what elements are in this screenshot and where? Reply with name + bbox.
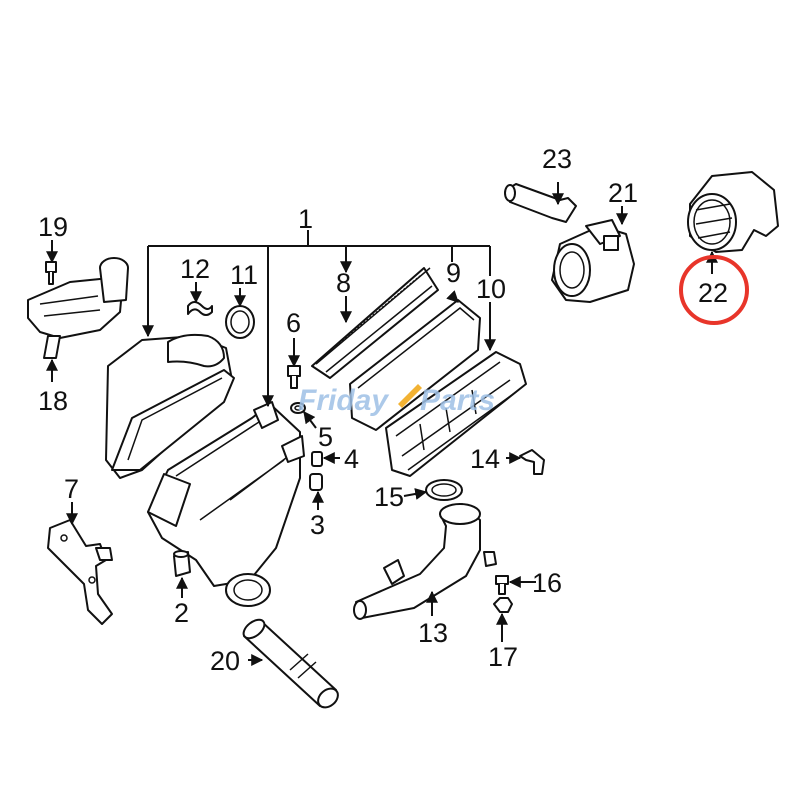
callout-3: 3	[310, 510, 325, 540]
bushing-4	[311, 451, 323, 467]
callout-2: 2	[174, 598, 189, 628]
callout-15: 15	[374, 482, 404, 512]
nut-17	[493, 597, 513, 613]
watermark-text-1: Friday	[298, 384, 389, 417]
washer-5	[290, 402, 306, 414]
callout-5: 5	[318, 422, 333, 452]
callout-6: 6	[286, 308, 301, 338]
callout-1: 1	[298, 204, 313, 234]
maf-sensor-21	[551, 219, 635, 303]
callout-9: 9	[446, 258, 461, 288]
hose-clamp-15	[425, 479, 463, 501]
callout-20: 20	[210, 646, 240, 676]
callout-11: 11	[230, 260, 258, 290]
watermark: Friday Parts	[298, 384, 495, 417]
bolt-16	[495, 575, 509, 595]
callout-12: 12	[180, 254, 210, 284]
bracket-7	[47, 519, 113, 625]
clip-12	[187, 301, 213, 316]
callout-7: 7	[64, 474, 79, 504]
callout-21: 21	[608, 178, 638, 208]
callout-19: 19	[38, 212, 68, 242]
highlight-circle	[679, 255, 749, 325]
callout-23: 23	[542, 144, 572, 174]
intake-boot-22	[687, 171, 779, 253]
intake-duct-20	[242, 618, 339, 709]
grommet-2	[173, 550, 191, 577]
filter-8	[311, 267, 439, 379]
callout-10: 10	[476, 274, 506, 304]
clamp-14	[519, 449, 545, 475]
callout-14: 14	[470, 444, 500, 474]
gasket-11	[225, 305, 255, 339]
bolt-19	[45, 261, 57, 285]
intake-hose-13	[353, 503, 497, 620]
resonator-box	[27, 257, 129, 359]
callout-22: 22	[698, 278, 728, 308]
callout-4: 4	[344, 444, 359, 474]
filter-10	[385, 351, 527, 477]
callout-13: 13	[418, 618, 448, 648]
temp-sensor-23	[504, 183, 577, 223]
callout-8: 8	[336, 268, 351, 298]
callout-labels: 1 2 3 4 5 6 7 8 9 10 11 12 13 14 15 16 1…	[38, 144, 728, 676]
bushing-3	[309, 473, 323, 491]
callout-18: 18	[38, 386, 68, 416]
air-box-housing	[147, 401, 305, 607]
callout-17: 17	[488, 642, 518, 672]
leader-lines	[46, 182, 718, 666]
air-box-cover	[105, 333, 235, 479]
watermark-text-2: Parts	[420, 384, 495, 417]
callout-16: 16	[532, 568, 562, 598]
